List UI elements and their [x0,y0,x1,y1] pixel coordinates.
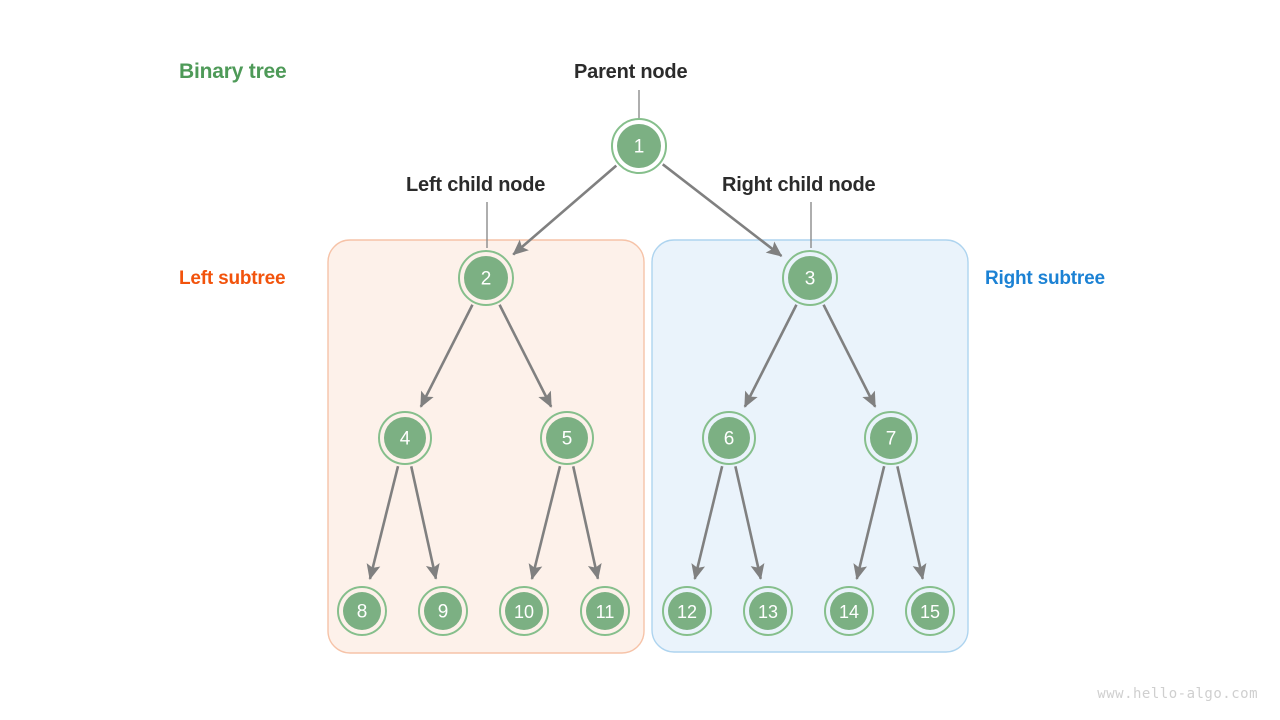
tree-edge-5-11 [571,466,602,580]
tree-edge-6-13 [734,466,765,580]
node-value: 13 [758,602,778,622]
tree-node-3: 3 [782,250,838,306]
node-disc [384,417,426,459]
node-disc [546,417,588,459]
node-outer-ring [418,586,468,636]
node-disc [749,592,787,630]
node-disc [464,256,508,300]
node-outer-ring [611,118,667,174]
node-outer-ring [337,586,387,636]
tree-node-12: 12 [662,586,712,636]
tree-edges [366,163,927,580]
tree-edge-7-15 [896,466,927,580]
node-value: 6 [724,429,735,450]
subtree-region-right-subtree [651,239,969,653]
tree-edge-4-8 [366,465,400,580]
annotation-pointers [486,90,812,248]
watermark: www.hello-algo.com [1097,686,1258,702]
tree-node-8: 8 [337,586,387,636]
tree-edge-5-10 [528,465,562,580]
tree-node-4: 4 [378,411,432,465]
annotation-right-child-node: Right child node [722,174,876,196]
node-value: 1 [634,137,645,158]
node-outer-ring [702,411,756,465]
node-value: 7 [886,429,897,450]
node-value: 15 [920,602,940,622]
tree-node-15: 15 [905,586,955,636]
node-outer-ring [662,586,712,636]
node-disc [708,417,750,459]
tree-edge-3-7 [822,304,877,408]
node-value: 10 [514,602,534,622]
node-outer-ring [782,250,838,306]
tree-edge-2-5 [498,304,553,408]
tree-edge-3-6 [743,304,798,408]
node-disc [668,592,706,630]
page-title: Binary tree [179,60,287,83]
node-value: 5 [562,429,573,450]
tree-node-10: 10 [499,586,549,636]
node-disc [586,592,624,630]
tree-node-9: 9 [418,586,468,636]
tree-edge-1-3 [661,163,783,258]
node-value: 12 [677,602,697,622]
node-disc [617,124,661,168]
tree-edge-4-9 [409,466,440,580]
node-disc [870,417,912,459]
node-outer-ring [824,586,874,636]
node-outer-ring [743,586,793,636]
tree-node-1: 1 [611,118,667,174]
tree-node-13: 13 [743,586,793,636]
node-value: 9 [438,602,449,623]
node-value: 8 [357,602,368,623]
tree-node-7: 7 [864,411,918,465]
node-outer-ring [499,586,549,636]
node-disc [830,592,868,630]
node-outer-ring [905,586,955,636]
node-disc [788,256,832,300]
subtree-regions [327,239,969,654]
annotation-left-child-node: Left child node [406,174,546,196]
tree-node-6: 6 [702,411,756,465]
node-disc [424,592,462,630]
node-outer-ring [864,411,918,465]
node-disc [505,592,543,630]
tree-edge-1-2 [512,164,618,256]
node-value: 2 [481,269,492,290]
node-value: 14 [839,602,859,622]
node-outer-ring [580,586,630,636]
tree-edge-7-14 [853,465,886,580]
annotation-right-subtree: Right subtree [985,268,1105,289]
node-outer-ring [540,411,594,465]
node-outer-ring [378,411,432,465]
node-value: 3 [805,269,816,290]
node-value: 4 [400,429,411,450]
annotation-left-subtree: Left subtree [179,268,286,289]
tree-node-14: 14 [824,586,874,636]
node-value: 11 [596,602,615,622]
tree-edge-6-12 [691,465,724,580]
tree-node-5: 5 [540,411,594,465]
node-disc [343,592,381,630]
tree-node-2: 2 [458,250,514,306]
subtree-region-left-subtree [327,239,645,654]
node-disc [911,592,949,630]
node-outer-ring [458,250,514,306]
tree-node-11: 11 [580,586,630,636]
tree-edge-2-4 [419,304,474,408]
annotation-parent-node: Parent node [574,61,688,83]
